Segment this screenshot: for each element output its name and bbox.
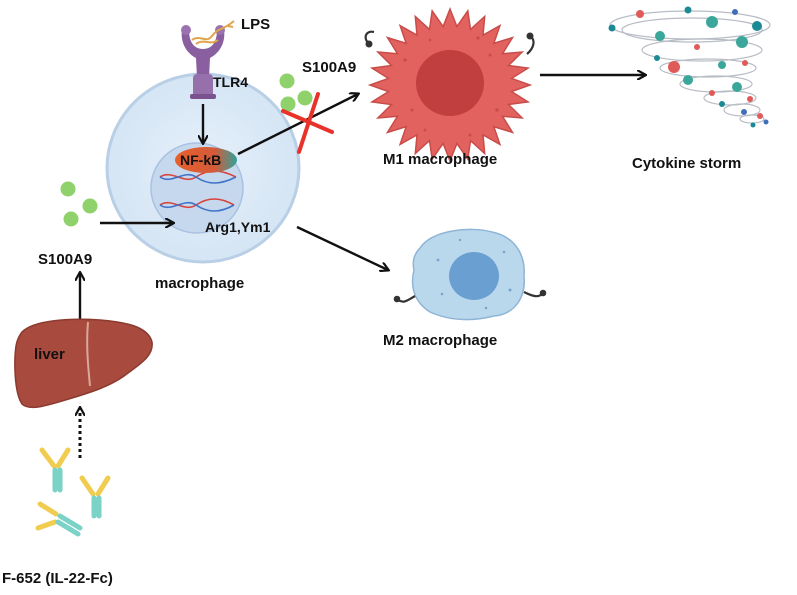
nfkb-complex bbox=[175, 147, 237, 173]
cytokine-storm-label: Cytokine storm bbox=[632, 155, 742, 172]
m1-macrophage bbox=[364, 6, 535, 164]
liver-label: liver bbox=[34, 346, 65, 363]
antibody-2 bbox=[79, 475, 111, 519]
s100a9-particles-left bbox=[60, 181, 98, 227]
s100a9-particles-top bbox=[279, 73, 313, 112]
tlr4-label: TLR4 bbox=[213, 74, 248, 90]
macrophage-label: macrophage bbox=[155, 275, 245, 292]
inhibition-cross bbox=[281, 92, 334, 154]
arrow-arg1-to-m2 bbox=[296, 225, 388, 270]
tlr4-receptor bbox=[181, 25, 225, 99]
cytokine-particles bbox=[608, 6, 769, 128]
dna-strands bbox=[159, 170, 237, 212]
antibody-3 bbox=[35, 501, 83, 537]
nfkb-label: NF-kB bbox=[180, 152, 222, 168]
drug-label: F-652 (IL-22-Fc) bbox=[2, 570, 113, 587]
m1-macrophage-label: M1 macrophage bbox=[383, 151, 498, 168]
liver-organ bbox=[14, 318, 153, 409]
s100a9-left-label: S100A9 bbox=[38, 251, 93, 268]
m2-macrophage-label: M2 macrophage bbox=[383, 332, 498, 349]
lps-molecule bbox=[191, 20, 235, 45]
arg1-ym1-label: Arg1,Ym1 bbox=[205, 219, 271, 235]
m2-macrophage bbox=[393, 228, 547, 321]
antibody-1 bbox=[39, 447, 71, 493]
arrow-nfkb-to-m1 bbox=[237, 94, 358, 156]
s100a9-top-label: S100A9 bbox=[302, 59, 357, 76]
cytokine-storm-tornado bbox=[609, 10, 771, 124]
lps-label: LPS bbox=[241, 16, 271, 33]
